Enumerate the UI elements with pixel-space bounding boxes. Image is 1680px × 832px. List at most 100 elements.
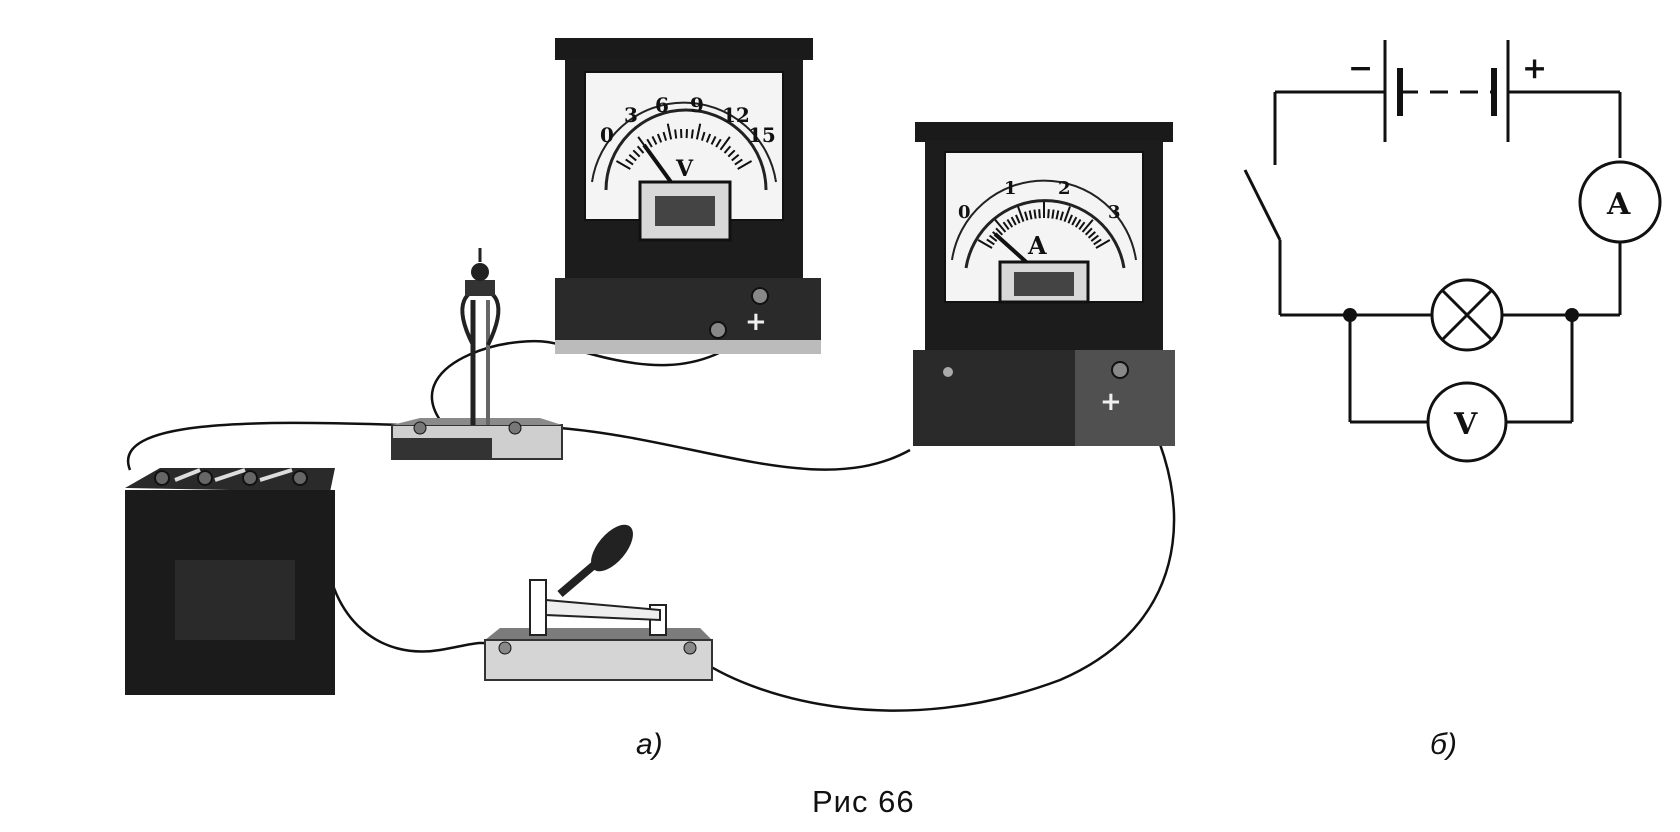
dial-tick — [994, 219, 1007, 233]
dial-tick — [662, 131, 668, 141]
dial-tick — [1010, 216, 1017, 226]
dial-tick — [715, 138, 722, 148]
voltmeter-base — [555, 278, 821, 348]
panel-b-label: б) — [1430, 728, 1457, 761]
ammeter-symbol-label: A — [1606, 187, 1631, 222]
switch-blade — [545, 598, 661, 622]
ammeter-scale: 0 1 2 3 A — [958, 178, 1121, 260]
voltmeter-top-cap — [555, 38, 813, 60]
voltmeter-scale-label-6: 6 — [655, 93, 669, 117]
junction-left — [1343, 308, 1357, 322]
dial-tick — [995, 227, 1004, 236]
ammeter-terminal-minus — [943, 367, 953, 377]
voltmeter-scale-label-9: 9 — [690, 93, 704, 117]
dial-tick — [1028, 210, 1033, 220]
circuit-schematic — [1243, 40, 1662, 463]
dial-tick — [636, 145, 645, 154]
dial-tick — [628, 153, 637, 162]
ammeter-scale-label-3: 3 — [1108, 202, 1121, 223]
voltmeter-device: 0 3 6 9 12 15 V + — [555, 38, 821, 354]
dial-tick — [1024, 211, 1029, 221]
ammeter-plus-label: + — [1100, 387, 1122, 417]
lamp-holder-loop — [460, 287, 501, 346]
dial-tick — [989, 234, 998, 242]
dial-tick — [632, 149, 641, 158]
dial-tick — [1006, 218, 1014, 228]
dial-tick — [734, 158, 743, 166]
voltmeter-terminal-minus — [709, 321, 727, 339]
lamp-on-stand — [391, 248, 563, 460]
dial-tick — [1067, 214, 1073, 224]
dial-tick — [1078, 221, 1086, 231]
dial-tick — [1038, 209, 1041, 219]
dial-tick — [1063, 206, 1071, 222]
dial-tick — [1051, 209, 1055, 219]
dial-tick — [977, 239, 993, 249]
switch-handle — [591, 524, 633, 572]
dial-tick — [986, 238, 995, 246]
dial-tick — [615, 160, 631, 170]
battery-minus-label: − — [1348, 51, 1373, 86]
panel-a-label: а) — [636, 728, 663, 761]
dial-tick — [1017, 206, 1025, 222]
dial-tick — [1002, 221, 1010, 231]
wire-battery-to-lamp — [126, 421, 401, 471]
ammeter-scale-label-1: 1 — [1004, 178, 1017, 199]
voltmeter-scale: 0 3 6 9 12 15 V — [600, 93, 776, 182]
dial-tick — [719, 136, 731, 151]
battery-terminals — [154, 470, 308, 486]
wire-ammeter-to-switch — [699, 369, 1176, 712]
ammeter-unit-label: A — [1027, 231, 1047, 260]
dial-tick — [1081, 219, 1094, 233]
dial-tick — [666, 123, 673, 140]
schematic-labels: − + A V — [1348, 51, 1631, 442]
dial-tick — [690, 129, 694, 139]
battery-plus-label: + — [1522, 51, 1547, 86]
wire-battery-to-switch — [323, 544, 496, 653]
voltmeter-dial-arc — [604, 108, 768, 191]
voltmeter-scale-label-12: 12 — [722, 103, 750, 127]
dial-tick — [695, 123, 702, 140]
ammeter-terminal-plus — [1111, 361, 1129, 379]
dial-tick — [710, 135, 717, 145]
dial-tick — [1047, 209, 1050, 219]
voltmeter-scale-label-0: 0 — [600, 123, 614, 147]
dial-tick — [723, 145, 732, 154]
lamp-bulb — [471, 263, 489, 281]
voltmeter-symbol-label: V — [1453, 407, 1478, 442]
schematic-junctions — [1343, 308, 1579, 322]
ammeter-scale-label-0: 0 — [958, 202, 971, 223]
dial-tick — [1071, 216, 1078, 226]
voltmeter-scale-label-15: 15 — [748, 123, 776, 147]
dial-tick — [731, 153, 740, 162]
ammeter-scale-label-2: 2 — [1058, 178, 1071, 199]
voltmeter-needle — [642, 143, 677, 189]
dial-tick — [651, 135, 658, 145]
switch-base — [484, 639, 713, 681]
dial-tick — [1084, 227, 1093, 236]
dial-tick — [737, 160, 753, 170]
dial-tick — [1093, 238, 1102, 246]
dial-tick — [727, 149, 736, 158]
dial-tick — [705, 133, 712, 143]
voltmeter-unit-label: V — [675, 156, 694, 182]
dial-tick — [625, 158, 634, 166]
figure-title: Рис 66 — [812, 784, 915, 819]
dial-tick — [656, 133, 663, 143]
dial-tick — [1059, 211, 1064, 221]
dial-tick — [1015, 214, 1021, 224]
junction-right — [1565, 308, 1579, 322]
ammeter-ticks — [977, 202, 1111, 249]
schematic-switch — [1243, 169, 1282, 241]
knife-switch — [484, 524, 713, 681]
dial-tick — [646, 138, 653, 148]
battery-block — [125, 468, 335, 695]
ammeter-device: 0 1 2 3 A + — [913, 122, 1175, 446]
ammeter-top-cap — [915, 122, 1173, 142]
dial-tick — [674, 129, 678, 139]
dial-tick — [1074, 218, 1082, 228]
wire-lamp-to-ammeter — [559, 426, 911, 471]
connecting-wires — [126, 324, 1176, 712]
lamp-socket — [465, 280, 495, 296]
